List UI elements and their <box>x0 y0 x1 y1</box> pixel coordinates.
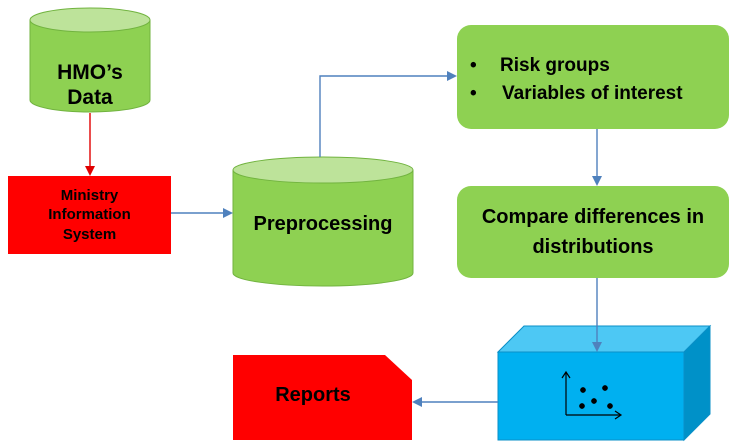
arrow-preprocessing-to-risk <box>319 71 457 157</box>
risk-groups-list: • Risk groups • Variables of interest <box>470 52 730 108</box>
scatter-plot-icon <box>561 370 623 420</box>
preprocessing-label: Preprocessing <box>233 200 413 248</box>
reports-text: Reports <box>275 384 351 406</box>
reports-document <box>233 355 412 440</box>
ministry-system-label: Ministry Information System <box>8 176 171 254</box>
reports-label: Reports <box>233 370 393 420</box>
compare-line1: Compare differences in <box>481 206 705 228</box>
ministry-line3: System <box>62 225 117 243</box>
preprocessing-text: Preprocessing <box>253 213 393 235</box>
analysis-cube <box>496 324 712 442</box>
risk-groups-box <box>457 25 729 129</box>
ministry-line2: Information <box>48 206 131 224</box>
compare-box <box>457 186 729 278</box>
bullet-marker: • <box>470 55 477 76</box>
compare-line2: distributions <box>532 236 654 258</box>
hmo-data-line2: Data <box>67 86 113 109</box>
ministry-line1: Ministry <box>60 186 119 204</box>
ministry-system-box <box>8 176 171 254</box>
preprocessing-cylinder <box>232 156 414 287</box>
list-item: • Risk groups <box>470 52 730 80</box>
hmo-data-line1: HMO’s <box>57 60 123 84</box>
bullet-text: Variables of interest <box>502 83 683 104</box>
list-item: • Variables of interest <box>470 80 730 108</box>
bullet-text: Risk groups <box>500 55 610 76</box>
bullet-marker: • <box>470 83 477 104</box>
hmo-data-label: HMO’s Data <box>30 52 150 118</box>
compare-label: Compare differences in distributions <box>457 186 729 278</box>
hmo-data-cylinder <box>29 7 151 113</box>
